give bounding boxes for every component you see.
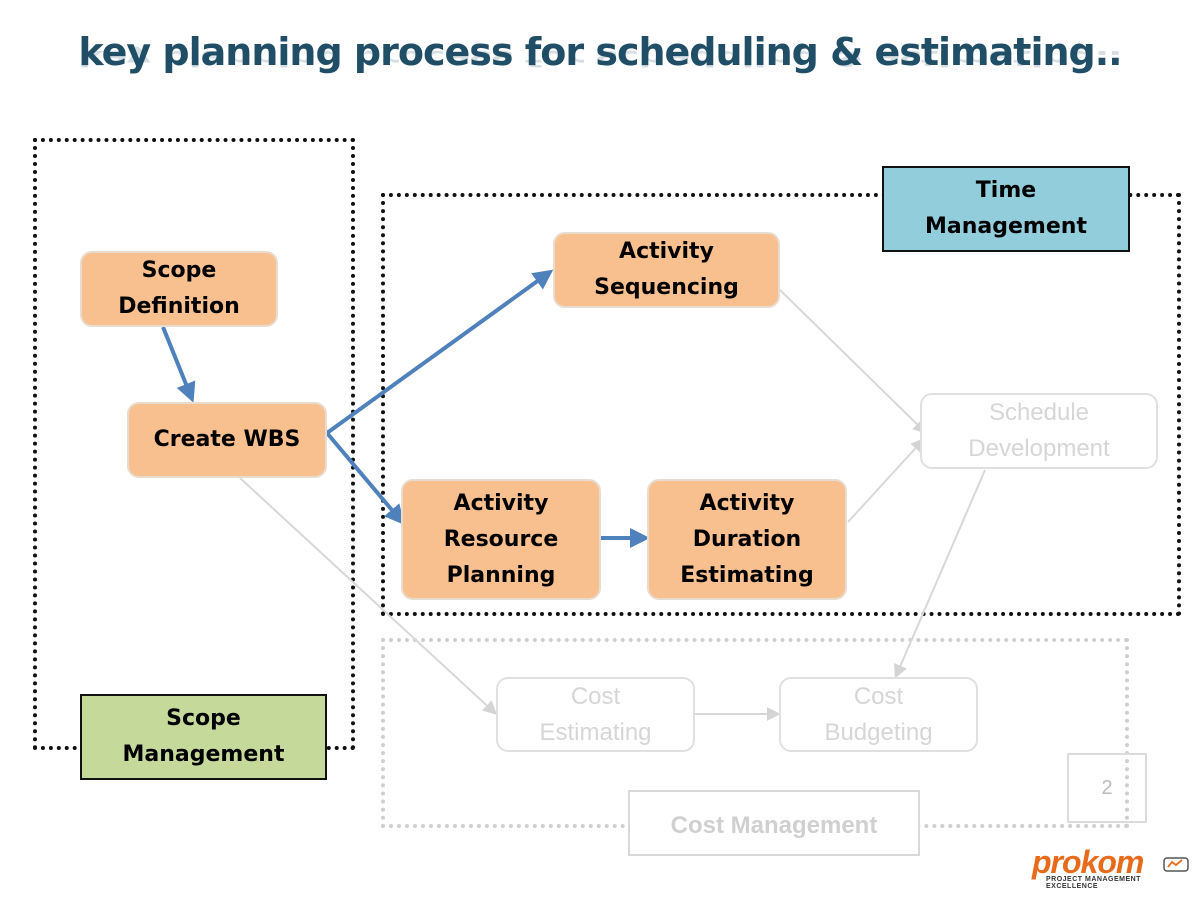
arrow-wbs-to-sequencing [325,269,554,435]
logo-badge-icon [1163,857,1189,872]
node-activity-sequencing: Activity Sequencing [553,232,780,308]
node-cost-budgeting: Cost Budgeting [779,677,978,752]
node-cost-estimating: Cost Estimating [496,677,695,752]
arrow-scope-def-to-wbs [161,326,196,403]
arrow-wbs-to-resource-planning [325,431,405,526]
logo-wordmark: prokom [1032,844,1144,880]
node-activity-resource-planning: Activity Resource Planning [401,479,601,600]
logo-tagline: PROJECT MANAGEMENT EXCELLENCE [1046,876,1141,890]
node-activity-duration-estimating: Activity Duration Estimating [647,479,847,600]
label-time-management: Time Management [882,166,1130,252]
node-scope-definition: Scope Definition [80,251,278,327]
node-schedule-development: Schedule Development [920,393,1158,469]
node-create-wbs: Create WBS [127,402,327,478]
arrow-duration-to-schedule [847,437,925,523]
slide-title: key planning process for scheduling & es… [78,30,1122,74]
arrow-schedule-to-budgeting [894,469,986,679]
slide-number: 2 [1067,753,1147,823]
label-cost-management: Cost Management [628,790,920,856]
arrow-sequencing-to-schedule [779,289,928,434]
prokom-logo: prokom PROJECT MANAGEMENT EXCELLENCE [1032,846,1194,890]
label-scope-management: Scope Management [80,694,327,780]
arrow-wbs-to-cost-estimating [239,477,498,715]
time-management-frame [381,193,1181,616]
